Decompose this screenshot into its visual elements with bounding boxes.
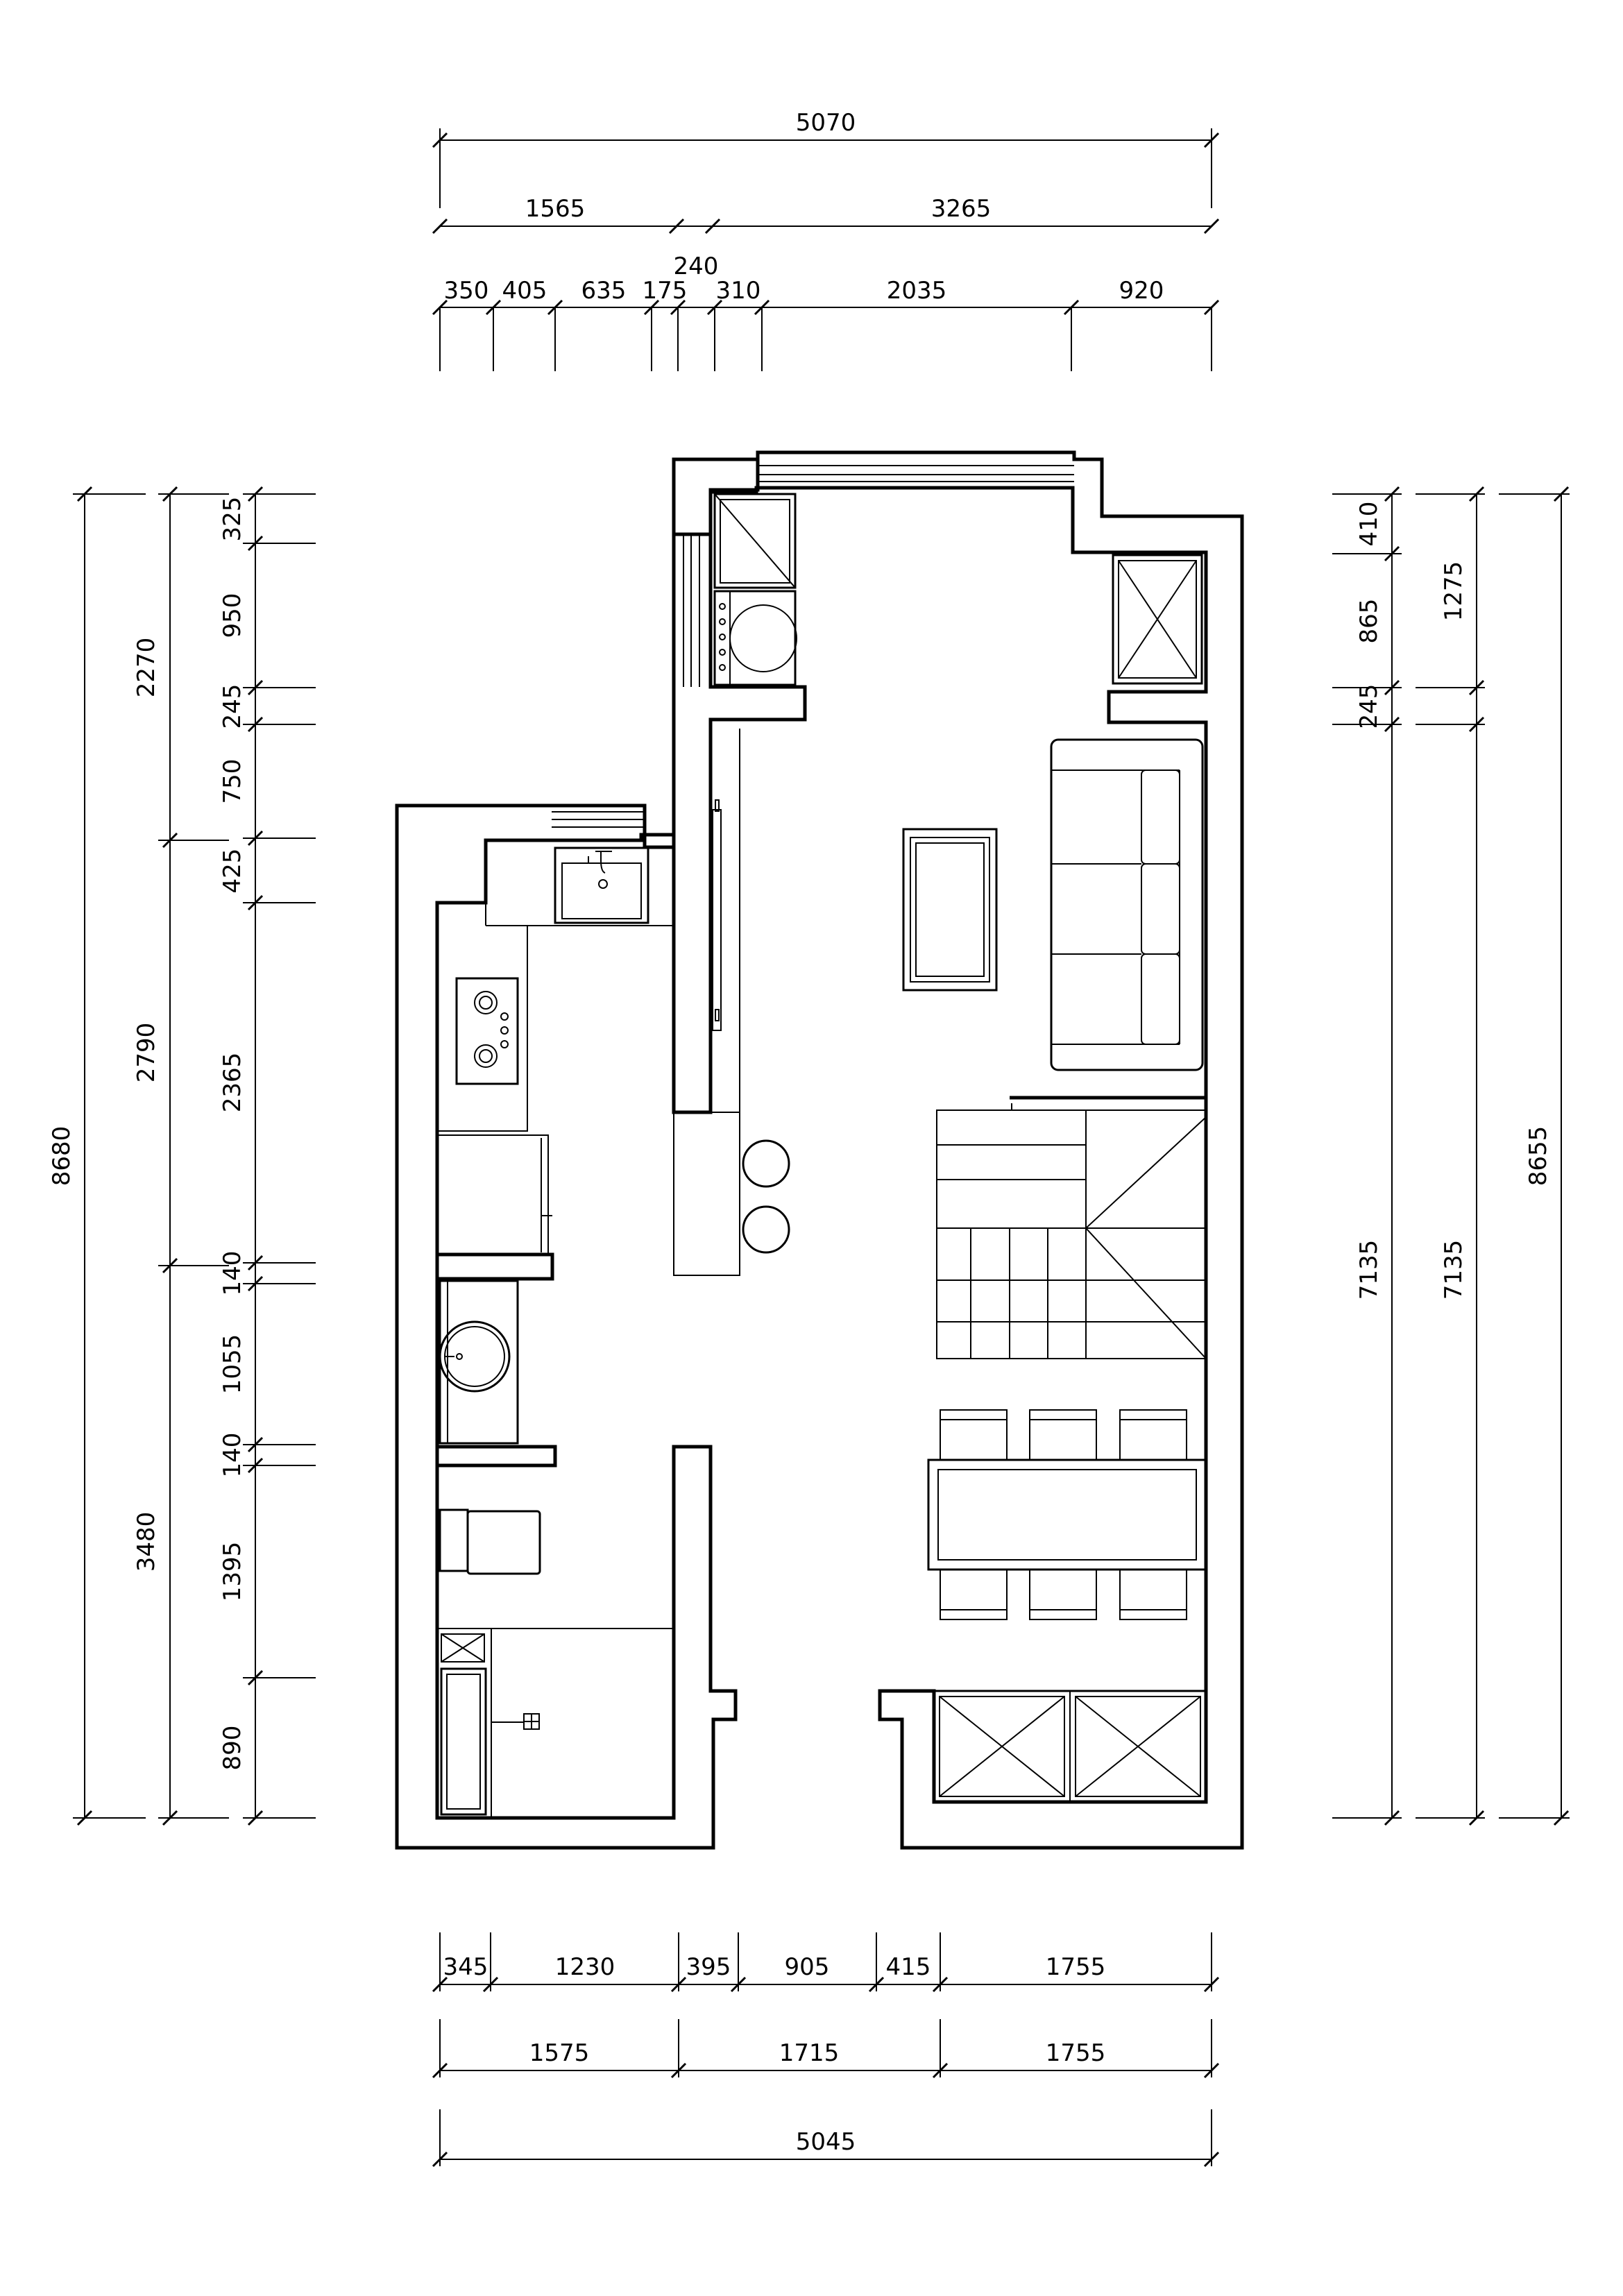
left-l3-label-6: 2365 [219,1053,246,1113]
left-dimensions: 8680 2270 2790 3480 [48,486,316,1826]
top-l2-label-1: 1565 [525,195,586,223]
top-l3-label-3: 635 [581,277,627,305]
bottom-l2-label-3: 1755 [1046,2039,1106,2067]
top-l3-label-2: 405 [502,277,547,305]
shower-drain-icon [441,1633,485,1663]
top-overall-label: 5070 [796,109,856,137]
top-dimensions: 5070 1565 3265 350 405 635 175 240 3 [432,109,1220,371]
left-l3-label-4: 750 [219,759,246,804]
top-l3-label-4: 175 [643,277,688,305]
bottom-l2-label-2: 1715 [779,2039,840,2067]
left-l3-label-11: 890 [219,1726,246,1771]
coffee-table [902,828,998,992]
left-l3-label-7: 140 [219,1251,246,1296]
right-dimensions: 410 865 245 7135 1275 7135 8655 [1332,486,1570,1826]
left-l2-label-3: 3480 [133,1512,160,1572]
left-l3-label-3: 245 [219,684,246,729]
bar-stool [742,1139,790,1188]
bottom-l2-label-1: 1575 [529,2039,590,2067]
left-l3-label-10: 1395 [219,1542,246,1602]
right-l3-label-1: 410 [1355,502,1383,547]
top-l3-label-5: 240 [674,253,719,280]
bar-stool [742,1205,790,1254]
sink-icon [554,847,649,924]
refrigerator [436,1134,552,1255]
bottom-l1-label-4: 905 [785,1953,830,1981]
right-l3-label-3: 245 [1355,684,1383,729]
top-l3-label-6: 310 [716,277,761,305]
basin-icon [439,1279,519,1445]
left-l3-label-5: 425 [219,849,246,894]
right-l2-label-2: 7135 [1440,1240,1468,1300]
left-overall-label: 8680 [48,1126,76,1187]
right-l3-label-4: 7135 [1355,1240,1383,1300]
gas-stove-icon [455,977,519,1085]
toilet-icon [439,1508,541,1575]
dining-set [927,1409,1207,1620]
left-l3-label-1: 325 [219,497,246,542]
bottom-l1-label-6: 1755 [1046,1953,1106,1981]
left-l2-label-1: 2270 [133,638,160,698]
right-overall-label: 8655 [1524,1126,1552,1187]
right-l3-label-2: 865 [1355,599,1383,644]
left-l3-label-9: 140 [219,1433,246,1478]
laundry [713,493,797,686]
bottom-l1-label-3: 395 [686,1953,731,1981]
top-l3-label-1: 350 [444,277,489,305]
bottom-l1-label-2: 1230 [555,1953,615,1981]
bathtub [440,1667,487,1816]
kitchen [436,729,790,1276]
living-room [902,554,1207,1803]
bathroom [437,1279,674,1818]
bottom-l1-label-1: 345 [443,1953,488,1981]
washing-machine-icon [713,590,797,686]
cabinet-bottom-right [933,1690,1207,1803]
bottom-overall-label: 5045 [796,2128,856,2156]
left-l3-label-8: 1055 [219,1334,246,1395]
left-l3-label-2: 950 [219,593,246,638]
sofa [1050,738,1204,1071]
cabinet-top-right [1112,554,1203,685]
bar-counter [673,1112,740,1276]
walls [395,450,1244,1850]
right-l2-label-1: 1275 [1440,561,1468,622]
staircase [936,1096,1207,1359]
top-l3-label-7: 2035 [887,277,947,305]
bottom-dimensions: 345 1230 395 905 415 1755 1575 1715 1755… [432,1932,1220,2168]
top-l2-label-2: 3265 [931,195,992,223]
top-l3-label-8: 920 [1119,277,1164,305]
left-l2-label-2: 2790 [133,1023,160,1083]
bottom-l1-label-5: 415 [886,1953,931,1981]
